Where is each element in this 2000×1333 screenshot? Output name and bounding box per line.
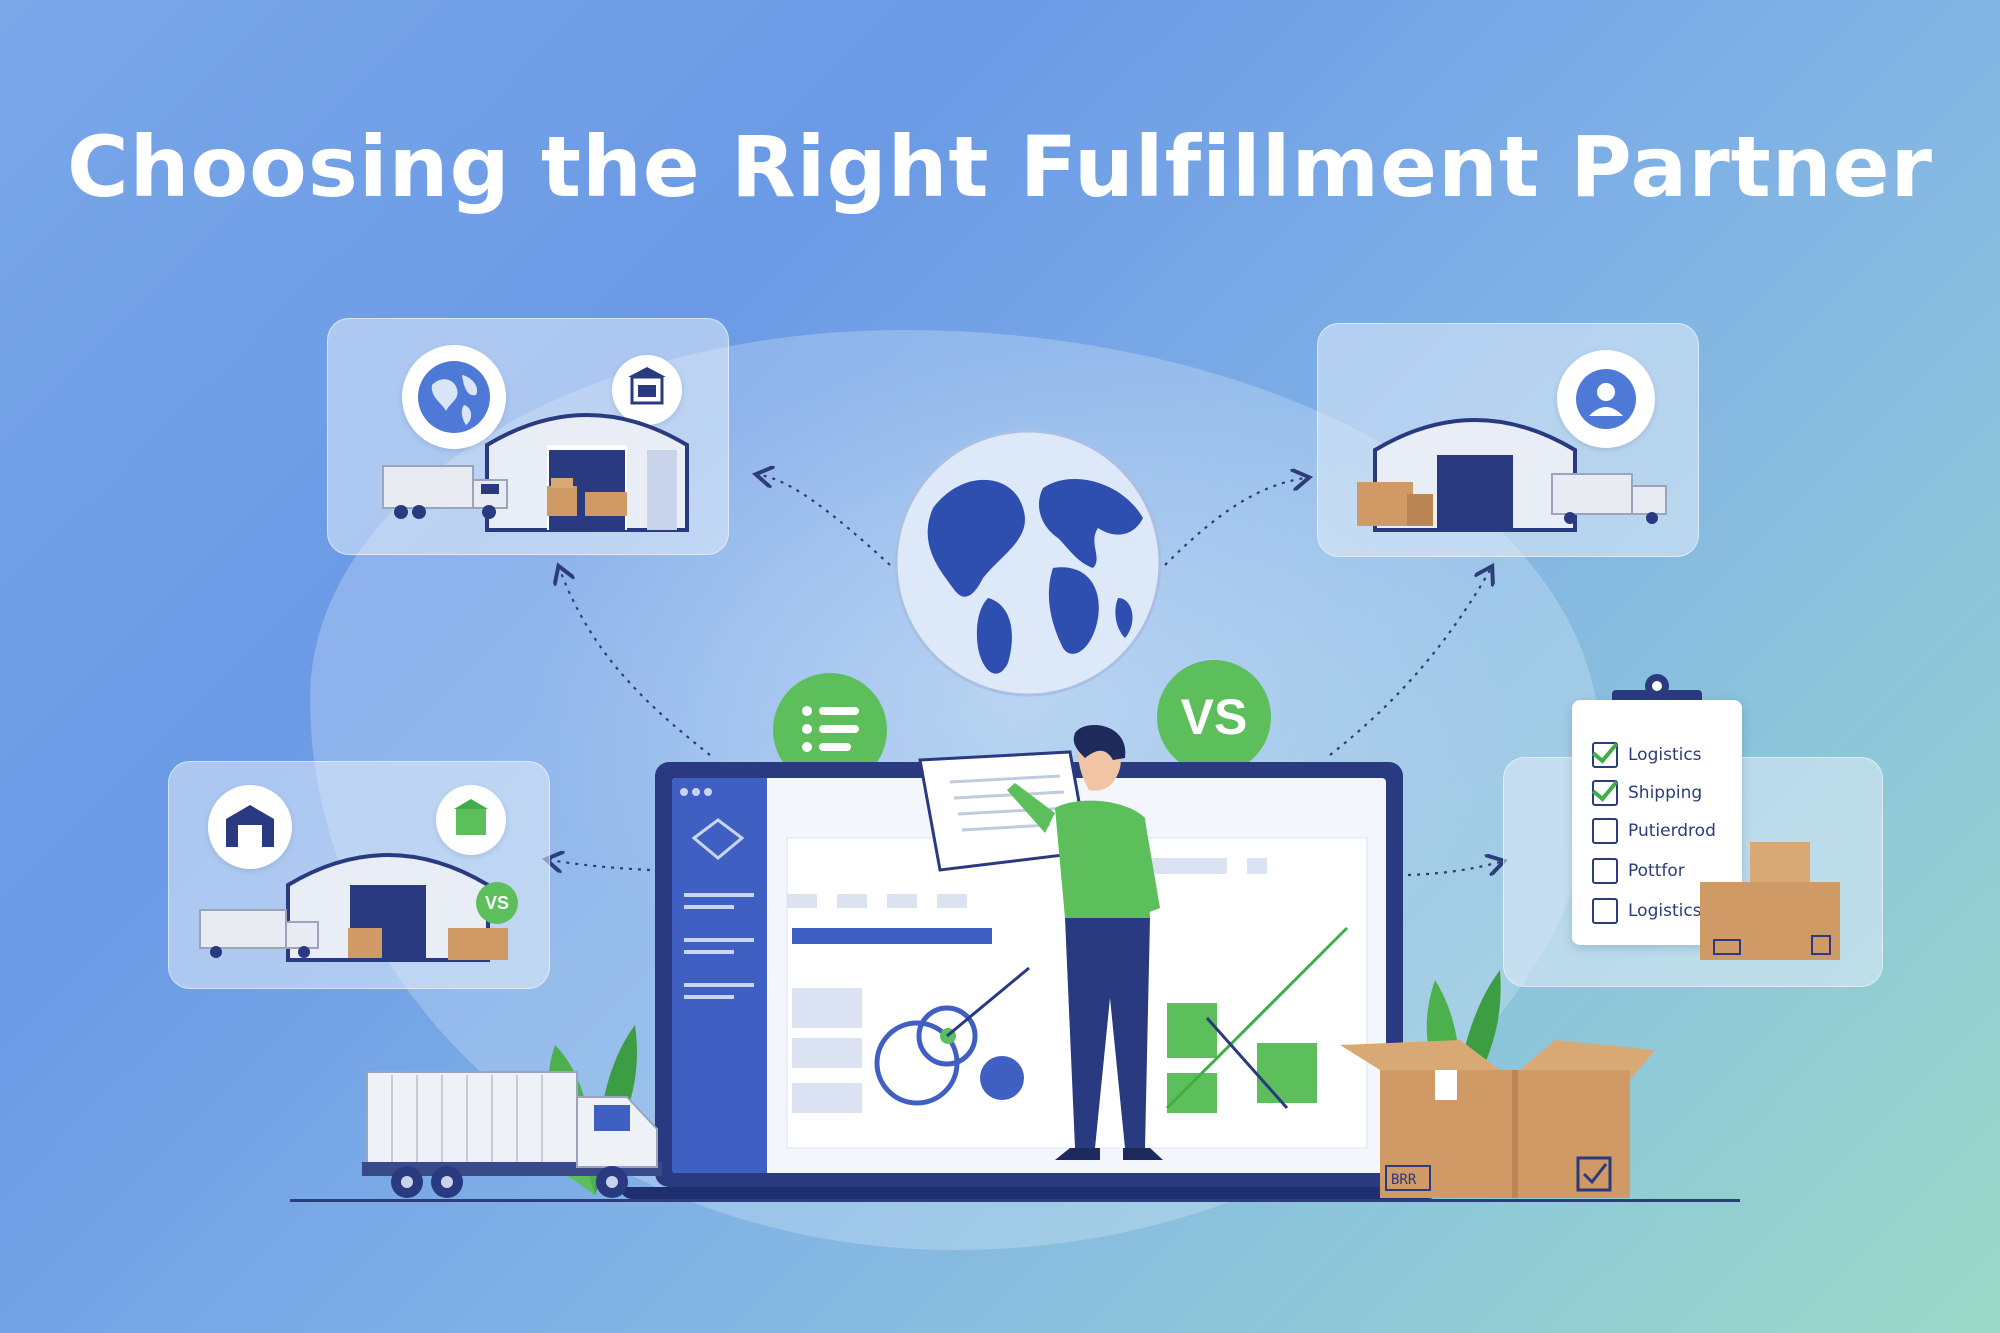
vs-badge-icon: VS [476,882,518,924]
checkbox-unchecked [1592,898,1618,924]
dashboard-sidebar [672,778,767,1173]
globe-icon [894,429,1162,697]
checklist-item: Logistics [1592,742,1702,768]
cardboard-box-icon [547,478,627,516]
box-icon [436,785,506,855]
ground-line [290,1199,1740,1202]
checklist-item: Putierdrod [1592,818,1716,844]
document-icon [918,750,1090,872]
truck-icon [362,1071,662,1198]
checklist-item: Logistics [1592,898,1702,924]
box-label: BRR [1391,1172,1417,1188]
checkbox-unchecked [1592,818,1618,844]
truck-icon [199,909,319,958]
checkbox-checked [1592,742,1618,768]
bank-icon [612,355,682,425]
checkbox-checked [1592,780,1618,806]
person-icon [1007,725,1163,1160]
cardboard-box-icon [1357,482,1433,526]
laptop-base [620,1187,1440,1199]
checkbox-unchecked [1592,858,1618,884]
page-title: Choosing the Right Fulfillment Partner [67,118,1933,216]
globe-icon [402,345,506,449]
cardboard-box-icon [1700,842,1840,960]
cardboard-box-icon [348,928,508,960]
vs-badge-icon: VS [1157,660,1271,774]
checklist-item: Pottfor [1592,858,1685,884]
truck-icon [382,465,508,519]
checklist-item: Shipping [1592,780,1702,806]
cardboard-box-icon: BRR [1340,1040,1655,1198]
team-icon [1557,350,1655,448]
truck-icon [1551,473,1667,524]
warehouse-small-icon [208,785,292,869]
